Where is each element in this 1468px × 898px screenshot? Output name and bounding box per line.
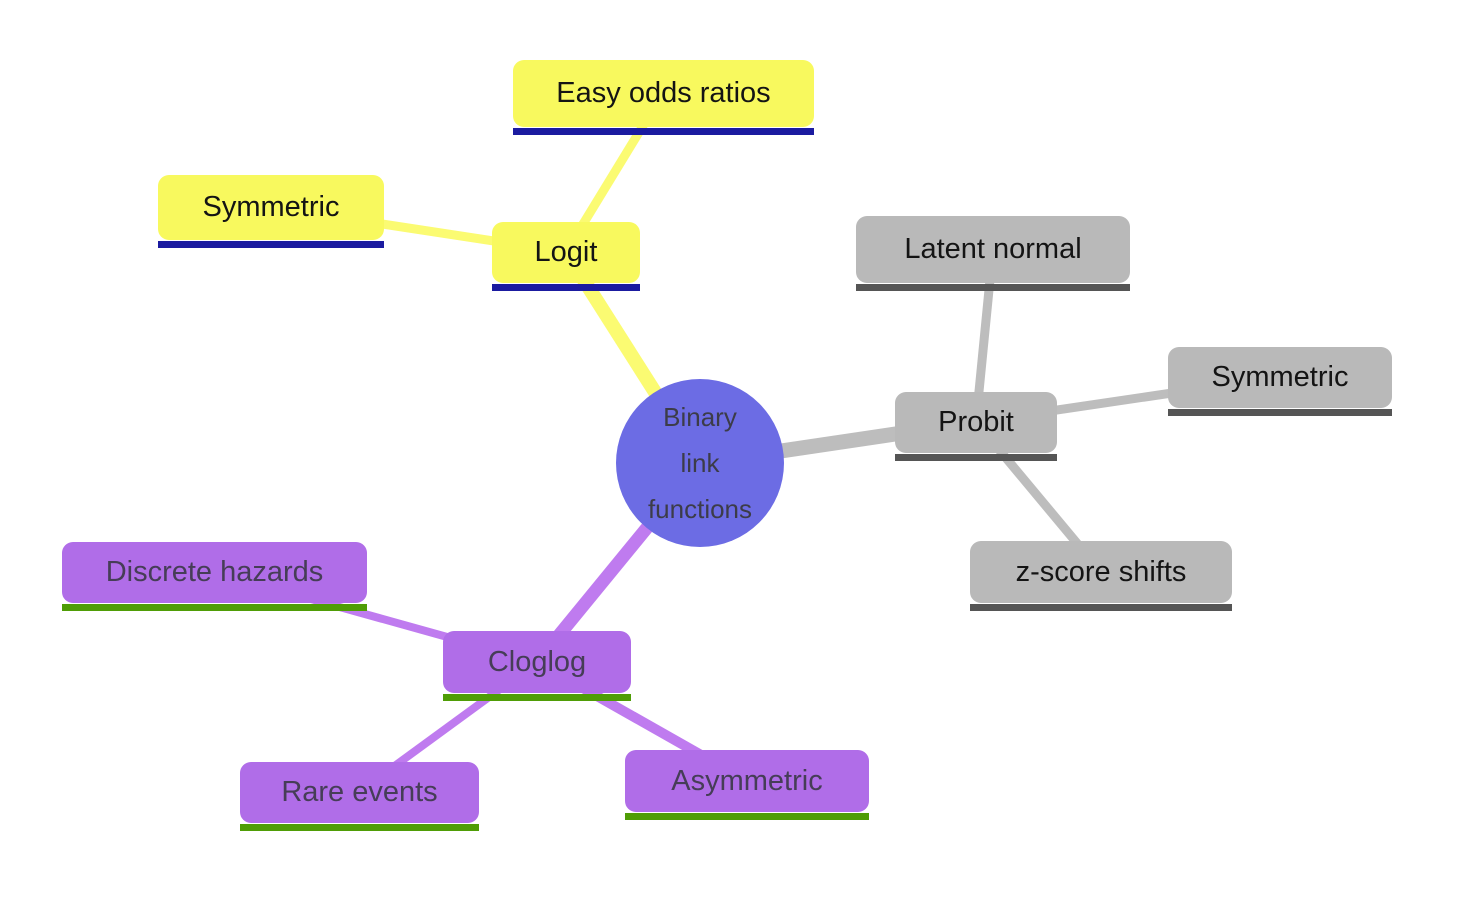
node-binary-link-functions[interactable]: Binary link functions: [616, 379, 784, 547]
node-label: Symmetric: [1211, 361, 1349, 393]
node-symmetric-probit[interactable]: Symmetric: [1168, 347, 1392, 416]
node-label: Symmetric: [202, 191, 340, 223]
node-underline: [856, 284, 1130, 291]
node-underline: [513, 128, 814, 135]
node-logit[interactable]: Logit: [492, 222, 640, 291]
node-underline: [62, 604, 367, 611]
node-cloglog[interactable]: Cloglog: [443, 631, 631, 701]
node-underline: [240, 824, 479, 831]
node-label: Probit: [938, 406, 1014, 438]
node-discrete-hazards[interactable]: Discrete hazards: [62, 542, 367, 611]
node-label: Cloglog: [487, 645, 587, 678]
node-label: Logit: [534, 236, 598, 268]
center-label-line: functions: [647, 494, 753, 524]
node-easy-odds-ratios[interactable]: Easy odds ratios: [513, 60, 814, 135]
node-rare-events[interactable]: Rare events: [240, 762, 479, 831]
node-underline: [625, 813, 869, 820]
node-label: Discrete hazards: [105, 556, 324, 588]
node-underline: [1168, 409, 1392, 416]
node-underline: [970, 604, 1232, 611]
node-symmetric-logit[interactable]: Symmetric: [158, 175, 384, 248]
node-label: Latent normal: [904, 233, 1082, 265]
node-label: Easy odds ratios: [556, 77, 771, 109]
node-underline: [158, 241, 384, 248]
node-probit[interactable]: Probit: [895, 392, 1057, 461]
node-latent-normal[interactable]: Latent normal: [856, 216, 1130, 291]
node-label: Asymmetric: [671, 764, 823, 797]
node-underline: [895, 454, 1057, 461]
node-z-score-shifts[interactable]: z-score shifts: [970, 541, 1232, 611]
center-label-line: link: [680, 448, 720, 478]
node-asymmetric[interactable]: Asymmetric: [625, 750, 869, 820]
center-label-line: Binary: [663, 402, 737, 432]
node-underline: [492, 284, 640, 291]
node-label: z-score shifts: [1015, 555, 1187, 588]
node-label: Rare events: [281, 776, 438, 808]
node-underline: [443, 694, 631, 701]
